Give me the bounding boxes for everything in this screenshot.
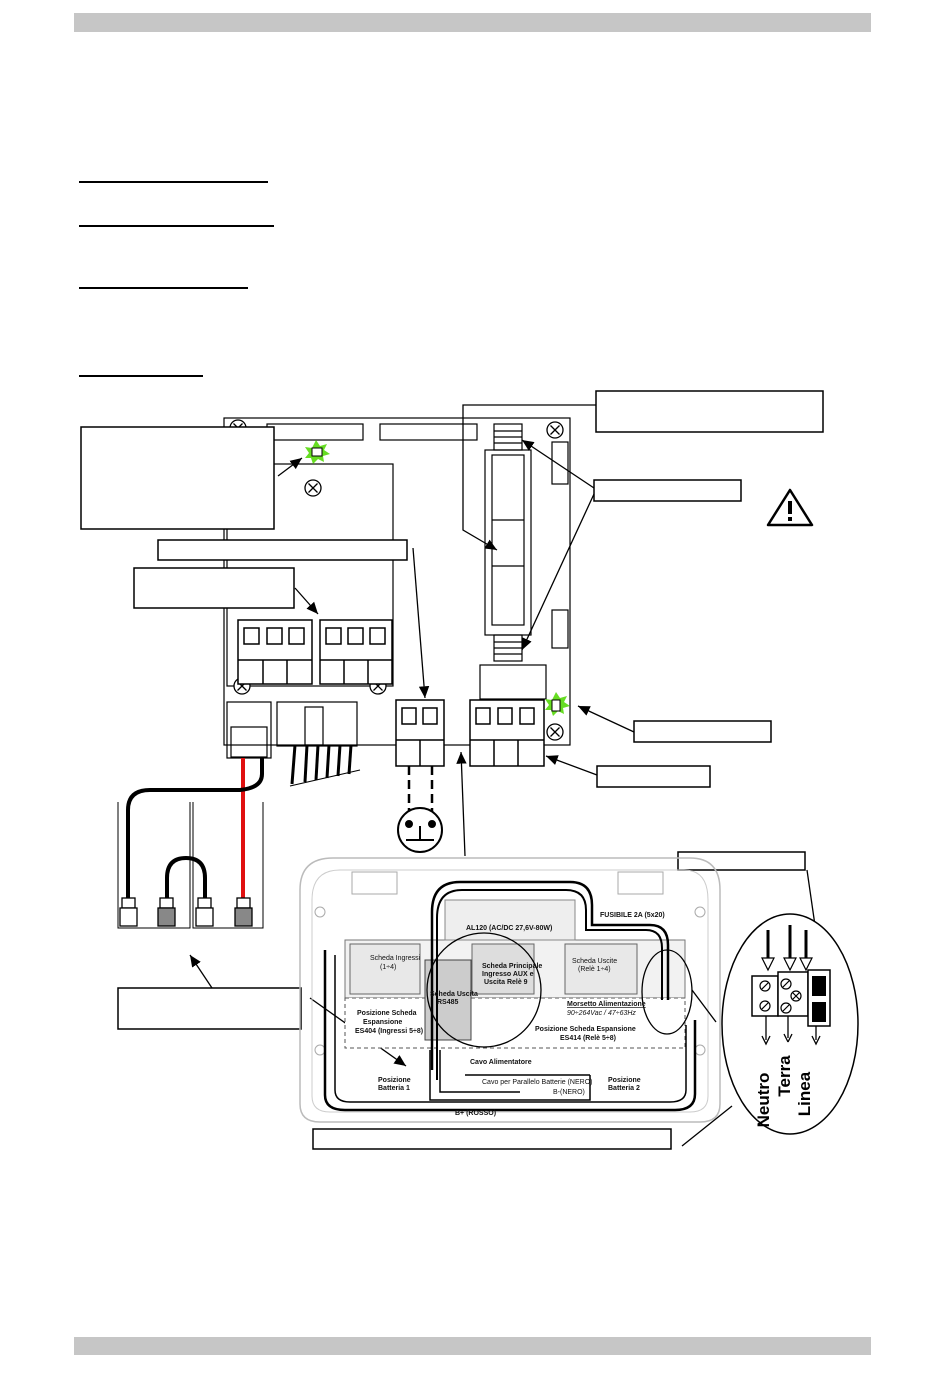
label-scheda-ingressi: Scheda Ingressi xyxy=(370,955,421,962)
label-linea: Linea xyxy=(795,1071,814,1116)
label-cavo-alimentatore: Cavo Alimentatore xyxy=(470,1059,532,1066)
ground-symbol xyxy=(397,766,443,853)
label-scheda-uscita-rs485-1: Scheda Uscita xyxy=(430,991,478,998)
callout-box xyxy=(80,426,275,530)
ribbon-cable xyxy=(289,744,361,787)
label-scheda-principale-3: Uscita Relè 9 xyxy=(484,979,528,986)
callout-box xyxy=(312,1128,672,1150)
label-b-plus: B+ (ROSSO) xyxy=(455,1110,496,1117)
callout-box xyxy=(157,539,408,561)
label-pos-batt1-2: Batteria 1 xyxy=(378,1085,410,1092)
label-morsetto: Morsetto Alimentazione xyxy=(567,1001,646,1008)
callout-box xyxy=(595,390,824,433)
callout-box xyxy=(133,567,295,609)
callout-box xyxy=(677,851,806,871)
label-al120: AL120 (AC/DC 27,6V-80W) xyxy=(466,925,552,932)
screw-icon xyxy=(546,421,564,439)
screw-icon xyxy=(546,723,564,741)
leader-lines xyxy=(189,404,824,1067)
callout-box xyxy=(593,479,742,502)
battery-wiring xyxy=(117,758,264,929)
label-pos-es414-1: Posizione Scheda Espansione xyxy=(535,1026,636,1033)
label-pos-es404-2: Espansione xyxy=(363,1019,402,1026)
callout-boxes xyxy=(80,390,824,1150)
screw-icon xyxy=(304,479,322,497)
section-headings xyxy=(79,181,274,377)
label-cavo-parallelo: Cavo per Parallelo Batterie (NERO) xyxy=(482,1079,593,1086)
label-b-minus: B-(NERO) xyxy=(553,1089,585,1096)
label-scheda-principale-2: Ingresso AUX e xyxy=(482,971,534,978)
label-pos-es404-1: Posizione Scheda xyxy=(357,1010,417,1017)
warning-icon xyxy=(766,488,814,527)
header-bar xyxy=(74,13,871,32)
label-pos-es414-2: ES414 (Relè 5÷8) xyxy=(560,1035,616,1042)
relay-terminal-block xyxy=(237,619,393,685)
label-pos-es404-3: ES404 (Ingressi 5÷8) xyxy=(355,1028,423,1035)
label-pos-batt2-1: Posizione xyxy=(608,1077,641,1084)
callout-box xyxy=(596,765,711,788)
leader-line xyxy=(681,1105,733,1147)
label-morsetto-spec: 90÷264Vac / 47÷63Hz xyxy=(567,1010,636,1017)
output-terminal-block xyxy=(395,699,545,767)
label-pos-batt1-1: Posizione xyxy=(378,1077,411,1084)
battery-terminals xyxy=(119,897,253,927)
footer-bar xyxy=(74,1337,871,1355)
callout-box xyxy=(117,987,302,1030)
label-neutro: Neutro xyxy=(754,1073,773,1128)
label-scheda-uscita-rs485-2: RS485 xyxy=(437,999,459,1006)
led-indicator xyxy=(545,692,570,716)
label-scheda-ingressi-range: (1÷4) xyxy=(380,964,396,971)
enclosure-drawing xyxy=(299,857,721,1123)
label-scheda-principale-1: Scheda Principale xyxy=(482,963,542,970)
mains-terminal-detail xyxy=(721,913,859,1135)
led-indicator xyxy=(305,440,330,464)
label-terra: Terra xyxy=(775,1055,794,1097)
label-pos-batt2-2: Batteria 2 xyxy=(608,1085,640,1092)
callout-box xyxy=(633,720,772,743)
label-scheda-uscite-range: (Relè 1÷4) xyxy=(578,966,611,973)
label-fusibile: FUSIBILE 2A (5x20) xyxy=(600,912,665,919)
label-scheda-uscite: Scheda Uscite xyxy=(572,958,617,965)
